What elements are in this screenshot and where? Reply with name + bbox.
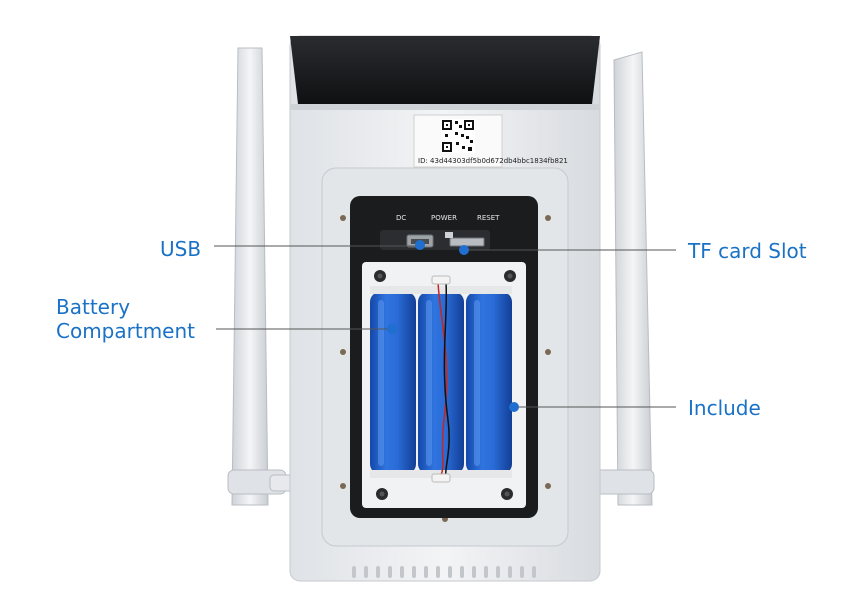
battery-callout-label-line2: Compartment [56, 319, 196, 343]
compartment-screws [374, 270, 516, 500]
include-callout-label: Include [688, 396, 761, 420]
dc-label: DC [396, 214, 407, 222]
device-id-label: ID: 43d44303df5b0d672db4bbc1834fb821 [418, 157, 568, 165]
qr-code-icon [441, 119, 475, 153]
reset-label: RESET [477, 214, 500, 222]
left-antenna [227, 47, 301, 506]
battery-callout-line [216, 324, 397, 334]
right-antenna [567, 51, 655, 506]
battery-cells [370, 286, 512, 478]
include-callout-line [509, 402, 676, 412]
usb-callout-label: USB [160, 237, 202, 261]
battery-callout-label-line1: Battery [56, 295, 131, 319]
tf-card-slot-callout-label: TF card Slot [688, 239, 807, 263]
tf-card-callout-line [459, 245, 676, 255]
power-label: POWER [431, 214, 457, 222]
tf-card-slot [445, 232, 485, 247]
battery-wires [431, 275, 451, 483]
usb-callout-line [214, 240, 425, 250]
